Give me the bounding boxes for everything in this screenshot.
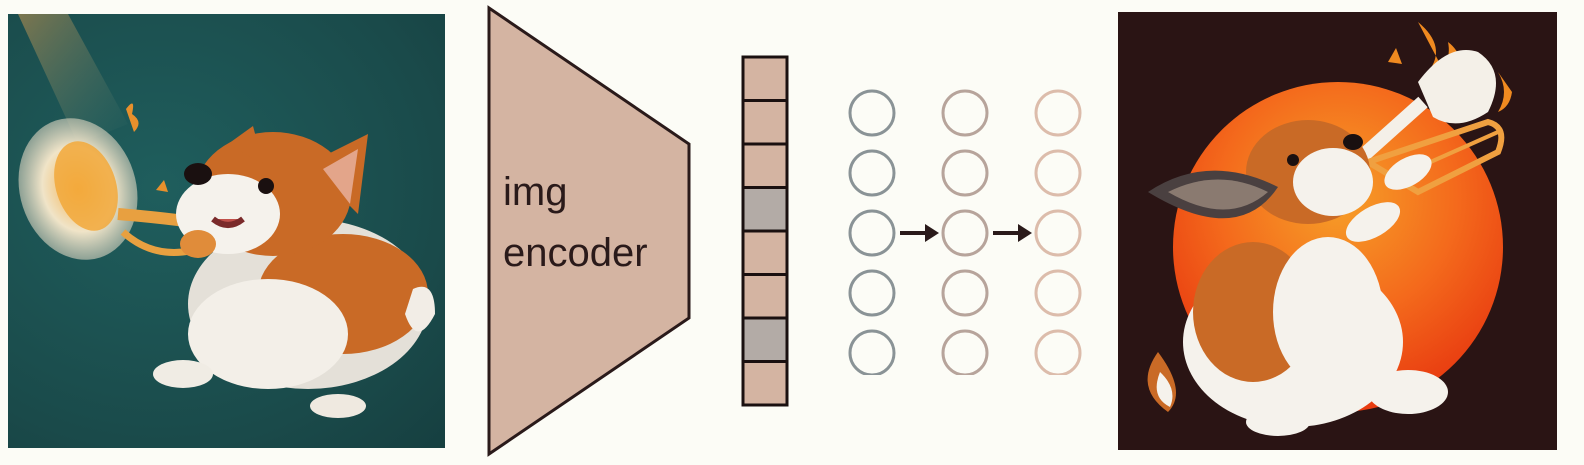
network-node [1034, 209, 1082, 257]
network-node [941, 209, 989, 257]
embedding-cell [741, 142, 789, 189]
network-node [941, 89, 989, 137]
network-node [848, 329, 896, 375]
network-node [941, 329, 989, 375]
embedding-cell [741, 186, 789, 233]
embedding-vector [741, 55, 789, 407]
encoder-label-line-2: encoder [503, 231, 648, 275]
network-node [848, 209, 896, 257]
network-node [848, 269, 896, 317]
network-node [1034, 329, 1082, 375]
neural-network [848, 89, 1082, 375]
embedding-cell [741, 55, 789, 102]
network-arrow [993, 224, 1032, 242]
network-node [1034, 149, 1082, 197]
input-image [8, 14, 445, 448]
encoder-label-line-1: img [503, 170, 568, 214]
embedding-cell [741, 273, 789, 320]
network-node [848, 89, 896, 137]
embedding-cell [741, 360, 789, 407]
network-node [941, 149, 989, 197]
input-corgi-illustration [18, 14, 435, 418]
image-encoder-block [487, 5, 691, 457]
network-arrow [900, 224, 939, 242]
output-corgi-illustration [1147, 22, 1512, 436]
network-node [941, 269, 989, 317]
embedding-cell [741, 316, 789, 363]
network-node [1034, 269, 1082, 317]
embedding-cell [741, 229, 789, 276]
network-node [848, 149, 896, 197]
output-image [1118, 12, 1557, 450]
network-node [1034, 89, 1082, 137]
embedding-cell [741, 99, 789, 146]
